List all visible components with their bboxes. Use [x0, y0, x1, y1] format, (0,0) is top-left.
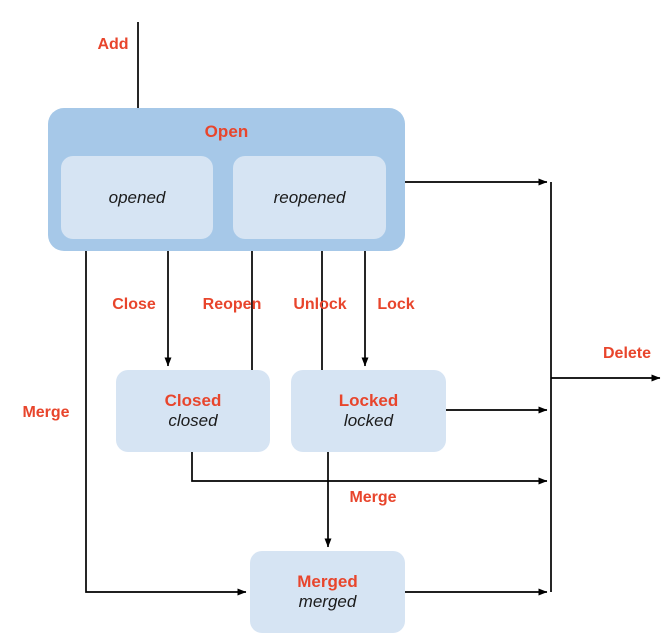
edge-label-merge-center: Merge — [349, 489, 397, 506]
state-merged-sub: merged — [298, 592, 357, 611]
edge-label-add: Add — [97, 36, 129, 53]
state-closed-sub: closed — [168, 411, 218, 430]
state-locked[interactable]: Locked locked — [291, 370, 446, 452]
state-locked-sub: locked — [343, 411, 394, 430]
edge-label-unlock: Unlock — [293, 296, 347, 313]
state-merged[interactable]: Merged merged — [250, 551, 405, 633]
edge-label-delete: Delete — [602, 345, 652, 362]
state-group-open-title: Open — [204, 122, 249, 141]
substate-reopened[interactable]: reopened — [233, 156, 386, 239]
edge-label-lock: Lock — [377, 296, 415, 313]
substate-reopened-label: reopened — [273, 187, 346, 207]
state-locked-title: Locked — [338, 390, 399, 410]
edge-label-reopen: Reopen — [202, 296, 262, 313]
edge-label-close: Close — [112, 296, 156, 313]
state-closed-title: Closed — [164, 390, 222, 410]
substate-opened[interactable]: opened — [61, 156, 213, 239]
edge-label-merge-left: Merge — [22, 404, 70, 421]
edge-merge-left — [85, 251, 247, 596]
state-closed[interactable]: Closed closed — [116, 370, 270, 452]
state-merged-title: Merged — [297, 571, 358, 591]
substate-opened-label: opened — [108, 187, 166, 207]
edge-closed-to-collector — [191, 452, 548, 485]
